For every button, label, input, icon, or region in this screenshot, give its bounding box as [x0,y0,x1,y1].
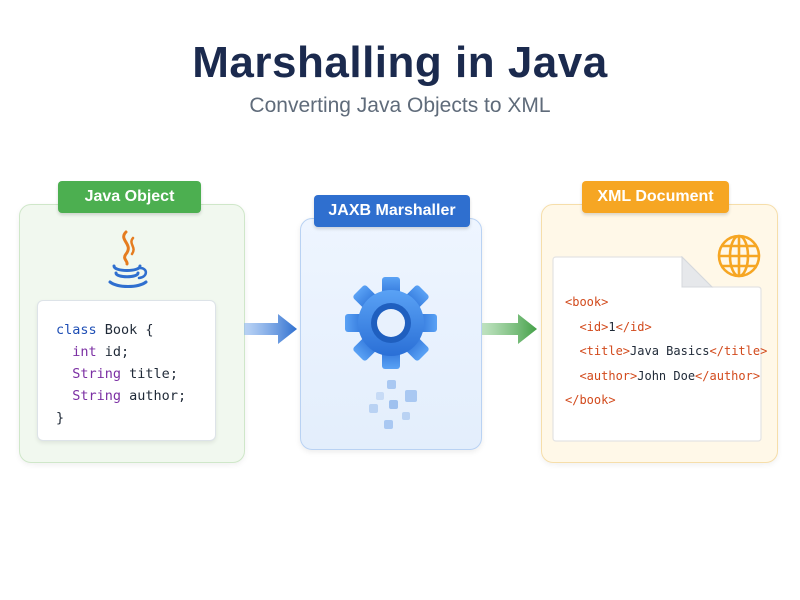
xml-tag: <author> [579,368,638,383]
globe-icon [717,234,761,278]
xml-tag: </book> [565,393,616,407]
code-line: String author; [56,388,186,404]
java-code-block: class Book { int id; String title; Strin… [37,300,216,441]
xml-tag: </author> [695,368,761,383]
code-keyword: String [72,366,122,382]
code-keyword: class [56,322,97,338]
code-text: Book { [96,322,154,338]
xml-tag: <book> [565,295,609,309]
xml-document-badge: XML Document [582,181,729,213]
java-object-badge: Java Object [58,181,201,213]
xml-line: <id>1</id> [565,319,652,334]
document-icon [552,256,762,442]
xml-tag: <title> [579,344,631,358]
xml-tag: </title> [709,344,768,358]
code-line: } [56,410,64,426]
xml-line: </book> [565,393,616,407]
code-line: class Book { [56,322,154,338]
jaxb-marshaller-badge: JAXB Marshaller [314,195,470,227]
data-particles-icon [369,380,417,429]
page-title: Marshalling in Java [192,38,608,87]
gear-icon [345,277,437,369]
code-keyword: int [72,344,97,360]
xml-tag: </id> [615,319,652,334]
xml-text: Java Basics [630,344,710,358]
code-text: } [56,410,65,426]
arrow-right-icon [244,314,297,344]
code-text: title; [121,366,178,382]
xml-tag: <id> [579,319,609,334]
code-line: int id; [56,344,129,360]
xml-text: John Doe [637,368,696,383]
xml-content: <book> <id>1</id> <title>Java Basics</ti… [565,290,767,413]
xml-line: <book> [565,295,608,309]
xml-document-card: <book> <id>1</id> <title>Java Basics</ti… [552,256,767,442]
page-subtitle: Converting Java Objects to XML [249,94,551,117]
code-line: String title; [56,366,178,382]
code-text: author; [121,388,187,404]
arrow-right-icon [482,314,537,344]
code-text: id; [96,344,130,360]
xml-line: <title>Java Basics</title> [565,344,767,358]
code-keyword: String [72,388,122,404]
xml-text: 1 [608,319,616,334]
java-coffee-cup-icon [108,230,148,288]
xml-line: <author>John Doe</author> [565,369,760,383]
